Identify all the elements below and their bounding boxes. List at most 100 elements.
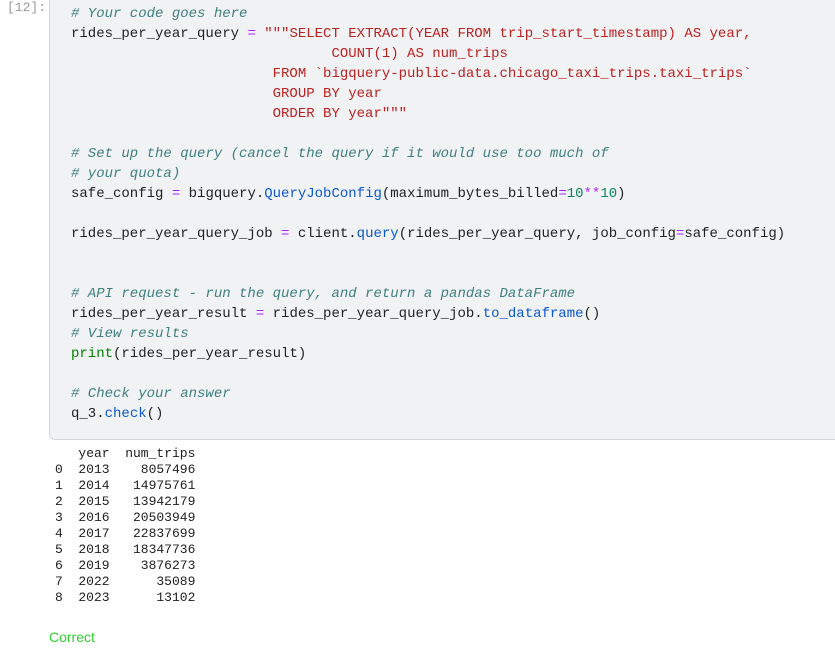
code-line: # Set up the query (cancel the query if … xyxy=(71,144,785,164)
code-line xyxy=(71,124,785,144)
code-line: # API request - run the query, and retur… xyxy=(71,284,785,304)
code-token: bigquery. xyxy=(180,186,265,202)
code-line: COUNT(1) AS num_trips xyxy=(71,44,785,64)
table-row: 2 2015 13942179 xyxy=(55,494,195,510)
table-row: 1 2014 14975761 xyxy=(55,478,195,494)
code-token: = xyxy=(675,226,685,242)
code-token: GROUP BY year xyxy=(71,86,382,102)
code-token: rides_per_year_query xyxy=(71,26,248,42)
code-line: rides_per_year_query_job = client.query(… xyxy=(71,224,785,244)
code-line: GROUP BY year xyxy=(71,84,785,104)
code-token: # Your code goes here xyxy=(71,6,248,22)
code-token: 10 xyxy=(566,186,584,202)
code-line: rides_per_year_result = rides_per_year_q… xyxy=(71,304,785,324)
code-token: # Set up the query (cancel the query if … xyxy=(71,146,609,162)
code-token: COUNT(1) AS num_trips xyxy=(71,46,508,62)
table-cell: 18347736 xyxy=(132,542,196,557)
table-row: 6 2019 3876273 xyxy=(55,558,195,574)
code-line: print(rides_per_year_result) xyxy=(71,344,785,364)
table-cell: 2013 xyxy=(78,462,110,477)
table-cell: 3876273 xyxy=(140,558,196,573)
code-line: q_3.check() xyxy=(71,404,785,424)
code-line: # View results xyxy=(71,324,785,344)
code-token: safe_config xyxy=(71,186,172,202)
code-token: client. xyxy=(289,226,357,242)
table-cell: 13942179 xyxy=(132,494,196,509)
row-index: 6 xyxy=(55,558,63,573)
check-result: Correct xyxy=(49,629,95,645)
row-index: 8 xyxy=(55,590,63,605)
table-cell: 2018 xyxy=(78,542,110,557)
table-row: 4 2017 22837699 xyxy=(55,526,195,542)
row-index: 3 xyxy=(55,510,63,525)
code-line: rides_per_year_query = """SELECT EXTRACT… xyxy=(71,24,785,44)
code-token xyxy=(256,26,264,42)
code-token: ORDER BY year""" xyxy=(71,106,408,122)
table-cell: 2022 xyxy=(78,574,110,589)
code-token: QueryJobConfig xyxy=(264,186,382,202)
code-token: # View results xyxy=(71,326,189,342)
code-editor[interactable]: # Your code goes here rides_per_year_quer… xyxy=(71,4,785,424)
code-token: (rides_per_year_result) xyxy=(113,346,307,362)
code-token: = xyxy=(247,26,256,42)
code-token: # API request - run the query, and retur… xyxy=(71,286,576,302)
table-cell: 2014 xyxy=(78,478,110,493)
code-line: safe_config = bigquery.QueryJobConfig(ma… xyxy=(71,184,785,204)
row-index: 5 xyxy=(55,542,63,557)
code-token: ) xyxy=(617,186,626,202)
code-line: # Check your answer xyxy=(71,384,785,404)
column-header: year xyxy=(78,446,110,461)
row-index: 2 xyxy=(55,494,63,509)
cell-prompt: [12]: xyxy=(6,0,46,15)
code-token: 10 xyxy=(600,186,618,202)
table-cell: 2016 xyxy=(78,510,110,525)
code-token: check xyxy=(104,406,147,422)
code-token: query xyxy=(356,226,399,242)
code-token: rides_per_year_result xyxy=(71,306,256,322)
table-cell: 22837699 xyxy=(132,526,196,541)
code-line: # your quota) xyxy=(71,164,785,184)
code-cell[interactable]: # Your code goes here rides_per_year_quer… xyxy=(49,0,835,440)
code-line xyxy=(71,364,785,384)
code-token: to_dataframe xyxy=(482,306,584,322)
table-row: 8 2023 13102 xyxy=(55,590,195,606)
table-cell: 35089 xyxy=(156,574,196,589)
table-cell: 8057496 xyxy=(140,462,196,477)
row-index: 1 xyxy=(55,478,63,493)
code-token: (rides_per_year_query, job_config xyxy=(398,226,676,242)
table-row: 5 2018 18347736 xyxy=(55,542,195,558)
table-cell: 13102 xyxy=(156,590,196,605)
code-token: # Check your answer xyxy=(71,386,231,402)
table-cell: 2023 xyxy=(78,590,110,605)
code-token: = xyxy=(281,226,290,242)
code-token: q_3. xyxy=(71,406,105,422)
code-token: (maximum_bytes_billed xyxy=(381,186,559,202)
code-token: # your quota) xyxy=(71,166,181,182)
code-line xyxy=(71,204,785,224)
code-line: ORDER BY year""" xyxy=(71,104,785,124)
code-line: FROM `bigquery-public-data.chicago_taxi_… xyxy=(71,64,785,84)
code-token: = xyxy=(255,306,265,322)
table-row: 3 2016 20503949 xyxy=(55,510,195,526)
column-header: num_trips xyxy=(125,446,196,461)
code-token: () xyxy=(583,306,601,322)
code-token: = xyxy=(171,186,181,202)
table-row: 7 2022 35089 xyxy=(55,574,195,590)
row-index: 0 xyxy=(55,462,63,477)
table-cell: 2017 xyxy=(78,526,110,541)
table-cell: 20503949 xyxy=(132,510,196,525)
row-index: 7 xyxy=(55,574,63,589)
table-row: 0 2013 8057496 xyxy=(55,462,195,478)
table-cell: 2015 xyxy=(78,494,110,509)
table-cell: 2019 xyxy=(78,558,110,573)
code-line xyxy=(71,244,785,264)
code-token: """SELECT EXTRACT(YEAR FROM trip_start_t… xyxy=(264,26,752,42)
output-header: year num_trips xyxy=(55,446,195,462)
row-index: 4 xyxy=(55,526,63,541)
code-line xyxy=(71,264,785,284)
table-cell: 14975761 xyxy=(132,478,196,493)
code-token: print xyxy=(71,346,114,362)
code-token: = xyxy=(558,186,567,202)
code-token: rides_per_year_query_job xyxy=(71,226,282,242)
